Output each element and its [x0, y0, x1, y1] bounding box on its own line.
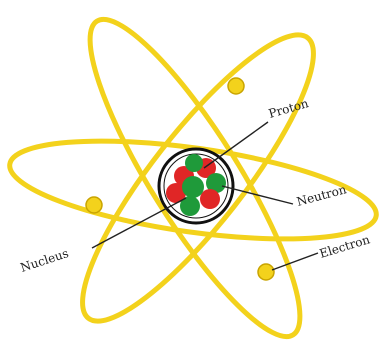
electron-left — [85, 196, 103, 214]
orbit-tilted-left — [80, 32, 316, 324]
nucleus-label: Nucleus — [19, 246, 71, 275]
neutron-particle — [182, 176, 204, 198]
electron-leader-line — [271, 252, 319, 271]
neutron-particle — [206, 173, 226, 193]
neutron-label: Neutron — [295, 182, 348, 209]
neutron-particle — [180, 196, 200, 216]
nucleus-leader-line — [91, 197, 187, 249]
orbit-tilted-right — [87, 16, 303, 340]
electron-top — [227, 77, 245, 95]
proton-label: Proton — [267, 96, 310, 121]
leader-lines — [91, 121, 319, 271]
proton-leader-line — [203, 121, 269, 169]
neutron-particle — [185, 154, 203, 172]
nucleus — [157, 147, 235, 225]
electron-bottom-right — [257, 263, 275, 281]
proton-particle — [200, 189, 220, 209]
nucleus-inner-ring — [163, 153, 229, 219]
electrons — [85, 77, 275, 281]
neutron-leader-line — [221, 185, 294, 205]
proton-particle — [166, 183, 186, 203]
